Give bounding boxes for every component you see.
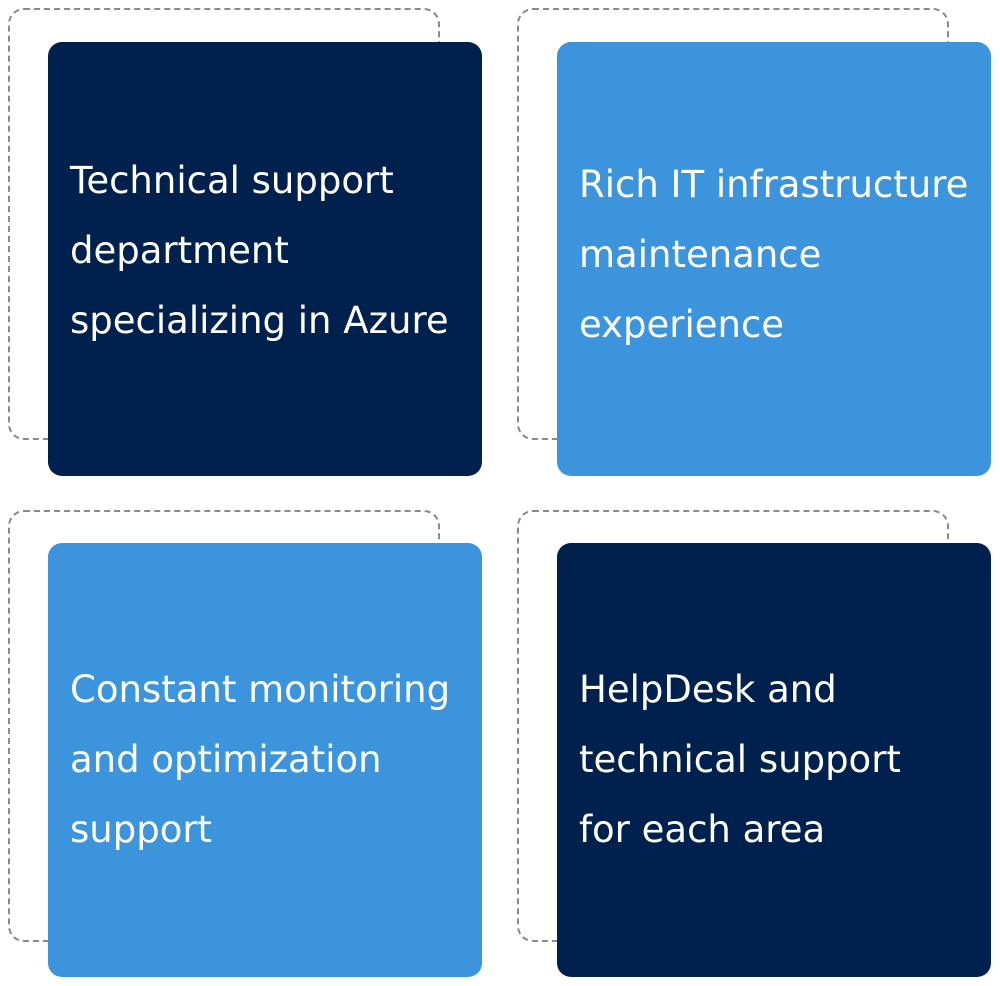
feature-card: Constant monitoring and optimization sup… [48,543,482,977]
feature-card-text: HelpDesk and technical support for each … [579,668,901,851]
feature-card-text: Constant monitoring and optimization sup… [70,668,451,851]
feature-card-text: Rich IT infrastructure maintenance exper… [579,163,969,346]
feature-card: Technical support department specializin… [48,42,482,476]
feature-card-text: Technical support department specializin… [70,159,449,342]
feature-card: Rich IT infrastructure maintenance exper… [557,42,991,476]
feature-card: HelpDesk and technical support for each … [557,543,991,977]
